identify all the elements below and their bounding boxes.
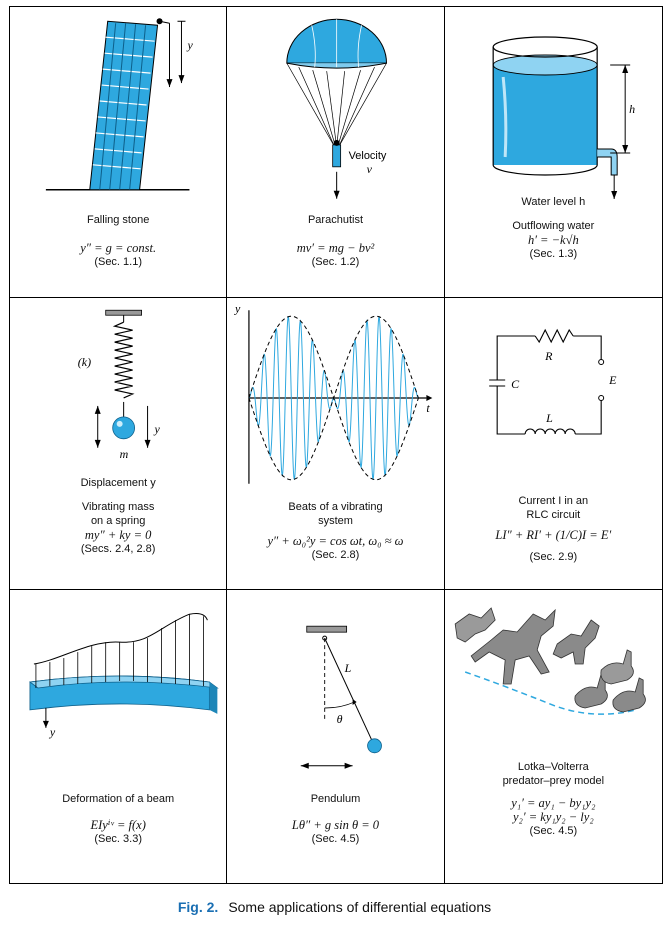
cell-title-line1: Displacement y xyxy=(10,476,226,490)
m-label: m xyxy=(120,447,129,461)
section-ref: (Sec. 1.1) xyxy=(10,255,226,269)
figure-number: Fig. 2. xyxy=(178,899,218,915)
tower-illustration: y xyxy=(10,7,226,202)
section-ref: (Sec. 3.3) xyxy=(10,832,226,846)
caption-text: Some applications of differential equati… xyxy=(228,899,491,915)
cell-title-line1: Beats of a vibrating xyxy=(227,500,443,514)
cell-pendulum: L θ Pendulum Lθ″ + g sin θ = 0 (Sec. 4.5… xyxy=(227,590,444,883)
rabbit-shape xyxy=(601,650,634,684)
cell-title-line3: on a spring xyxy=(10,514,226,528)
velocity-label: Velocity xyxy=(349,150,387,162)
cell-rlc: R C L E Current I in an RLC circuit LI″ … xyxy=(445,298,662,589)
equation: y″ = g = const. xyxy=(10,241,226,255)
rlc-circuit: R C L E xyxy=(445,298,662,458)
cell-title-line2: Outflowing water xyxy=(445,219,662,233)
parachute-illustration: Velocity v xyxy=(227,7,443,207)
k-label: (k) xyxy=(78,355,91,369)
section-ref: (Secs. 2.4, 2.8) xyxy=(10,542,226,556)
equation: LI″ + RI′ + (1/C)I = E′ xyxy=(445,528,662,542)
figure-caption: Fig. 2. Some applications of differential… xyxy=(0,899,669,915)
equation-1: y₁′ = ay₁ − by₁y₂ xyxy=(445,796,662,810)
cell-title: Pendulum xyxy=(227,792,443,806)
wolf-shape xyxy=(455,608,495,642)
beam-illustration: y xyxy=(10,590,226,770)
L-label: L xyxy=(545,411,553,425)
t-axis-label: t xyxy=(427,401,431,415)
equation: Lθ″ + g sin θ = 0 xyxy=(227,818,443,832)
theta-label: θ xyxy=(337,712,343,726)
R-label: R xyxy=(544,349,553,363)
pendulum-illustration: L θ xyxy=(227,590,443,780)
section-ref: (Sec. 4.5) xyxy=(445,824,662,838)
cell-title-line2: system xyxy=(227,514,443,528)
section-ref: (Sec. 2.9) xyxy=(445,550,662,564)
L-label: L xyxy=(344,661,352,675)
cell-title: Deformation of a beam xyxy=(10,792,226,806)
cell-beats: y t Beats of a vibrating system y″ + ω₀²… xyxy=(227,298,444,589)
section-ref: (Sec. 1.3) xyxy=(445,247,662,261)
equation-2: y₂′ = ky₁y₂ − ly₂ xyxy=(445,810,662,824)
cell-parachutist: Velocity v Parachutist mv′ = mg − bv² (S… xyxy=(227,7,444,298)
cell-water-tank: h Water level h Outflowing water h′ = −k… xyxy=(445,7,662,298)
cell-title-line1: Current I in an xyxy=(445,494,662,508)
cell-title: Falling stone xyxy=(10,213,226,227)
E-label: E xyxy=(608,373,617,387)
C-label: C xyxy=(511,377,520,391)
spring-illustration: (k) m y xyxy=(10,298,226,473)
cell-title-line1: Lotka–Volterra xyxy=(445,760,662,774)
equation: EIyⁱᵛ = f(x) xyxy=(10,818,226,832)
cell-title-line2: Vibrating mass xyxy=(10,500,226,514)
equation: h′ = −k√h xyxy=(445,233,662,247)
y-label: y xyxy=(186,38,193,52)
cell-falling-stone: y Falling stone y″ = g = const. (Sec. 1.… xyxy=(10,7,227,298)
y-label: y xyxy=(154,422,161,436)
v-label: v xyxy=(367,162,373,176)
predator-prey-illustration xyxy=(445,590,662,740)
equation: my″ + ky = 0 xyxy=(10,528,226,542)
equation: mv′ = mg − bv² xyxy=(227,241,443,255)
cell-predator-prey: Lotka–Volterra predator–prey model y₁′ =… xyxy=(445,590,662,883)
section-ref: (Sec. 4.5) xyxy=(227,832,443,846)
cell-title-line2: RLC circuit xyxy=(445,508,662,522)
section-ref: (Sec. 2.8) xyxy=(227,548,443,562)
cell-beam: y Deformation of a beam EIyⁱᵛ = f(x) (Se… xyxy=(10,590,227,883)
h-label: h xyxy=(629,102,635,116)
rabbit-shape xyxy=(613,678,646,712)
cell-title: Parachutist xyxy=(227,213,443,227)
figure-grid: y Falling stone y″ = g = const. (Sec. 1.… xyxy=(9,6,663,884)
cell-title-line2: predator–prey model xyxy=(445,774,662,788)
y-label: y xyxy=(49,724,56,738)
cell-title-line1: Water level h xyxy=(445,195,662,209)
equation: y″ + ω₀²y = cos ωt, ω₀ ≈ ω xyxy=(227,534,443,548)
cell-spring-mass: (k) m y Displacement y Vibrating mass on… xyxy=(10,298,227,589)
tank-illustration: h xyxy=(445,7,662,202)
wolf-shape xyxy=(553,620,599,664)
y-axis-label: y xyxy=(234,302,241,316)
beats-plot: y t xyxy=(227,298,443,490)
section-ref: (Sec. 1.2) xyxy=(227,255,443,269)
